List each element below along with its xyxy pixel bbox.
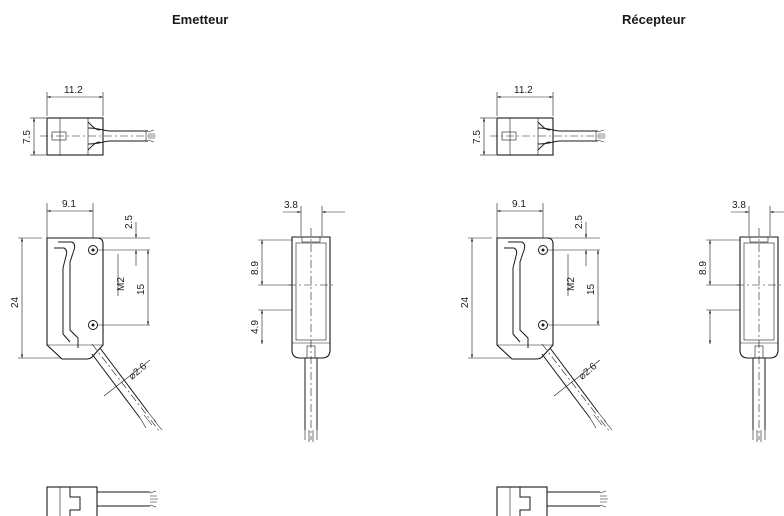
emitter-front-lower-label: 4.9 <box>250 320 261 334</box>
emitter-title: Emetteur <box>172 12 229 27</box>
receiver-front-width-label: 3.8 <box>732 200 746 211</box>
receiver-top-view <box>480 92 606 155</box>
emitter-height-label: 24 <box>10 296 21 308</box>
emitter-side-offset-label: 9.1 <box>62 199 76 210</box>
receiver-title: Récepteur <box>622 12 686 27</box>
receiver-bottom-view <box>496 486 609 516</box>
receiver-side-offset-label: 9.1 <box>512 199 526 210</box>
emitter-front-width-label: 3.8 <box>284 200 298 211</box>
emitter-top-view <box>30 92 156 155</box>
emitter-cable-diameter-label: ⌀2.6 <box>127 361 150 383</box>
receiver-hole-spacing-label: 15 <box>586 283 597 295</box>
emitter-top-height-label: 7.5 <box>22 130 33 144</box>
emitter-top-width-label: 11.2 <box>64 85 83 96</box>
receiver-top-width-label: 11.2 <box>514 85 533 96</box>
emitter-side-view <box>18 203 162 432</box>
emitter-thread-label: M2 <box>116 277 127 291</box>
receiver-cable-diameter-label: ⌀2.6 <box>577 361 600 383</box>
emitter-front-view <box>258 206 345 442</box>
emitter-hole-spacing-label: 15 <box>136 283 147 295</box>
receiver-front-upper-label: 8.9 <box>698 261 709 275</box>
receiver-thread-label: M2 <box>566 277 577 291</box>
receiver-height-label: 24 <box>460 296 471 308</box>
receiver-side-view <box>468 203 612 432</box>
receiver-front-view <box>706 206 784 442</box>
emitter-front-upper-label: 8.9 <box>250 261 261 275</box>
receiver-top-height-label: 7.5 <box>472 130 483 144</box>
emitter-hole-offset-label: 2.5 <box>124 215 135 229</box>
emitter-bottom-view <box>46 486 159 516</box>
receiver-hole-offset-label: 2.5 <box>574 215 585 229</box>
